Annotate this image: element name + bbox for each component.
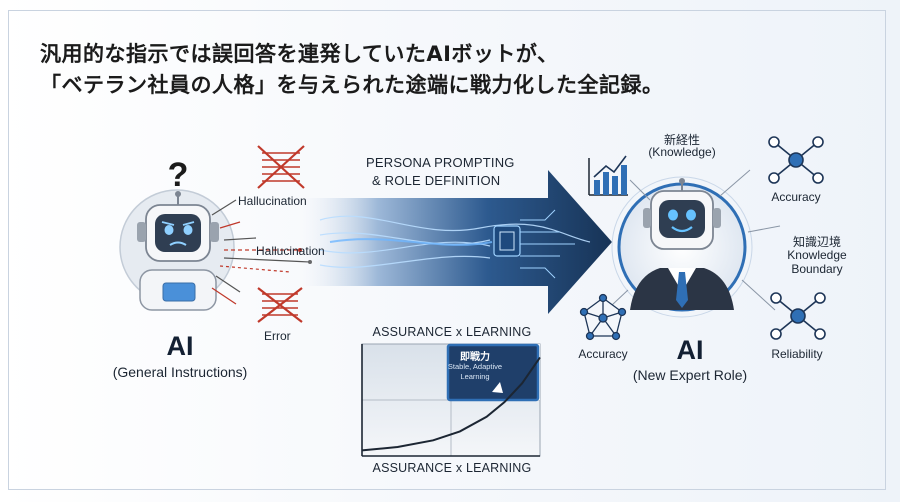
accuracy-label-left: Accuracy	[578, 347, 628, 361]
accuracy-network-icon-left	[579, 293, 627, 341]
right-ai-subtitle: (New Expert Role)	[632, 367, 748, 383]
left-ai-title: AI	[166, 331, 194, 361]
boundary-label-en-1: Knowledge	[787, 248, 847, 262]
headline-line-2: 「ベテラン社員の人格」を与えられた途端に戦力化した全記録。	[40, 73, 664, 97]
headline-line-1: 汎用的な指示では誤回答を連発していたAIボットが、	[40, 42, 559, 66]
arrow-label-line-1: PERSONA PROMPTING	[366, 155, 515, 170]
accuracy-network-icon-top	[768, 136, 824, 184]
novelty-label-jp: 新経性	[663, 133, 701, 147]
novelty-label-en: (Knowledge)	[648, 145, 716, 159]
arrow-label-line-2: & ROLE DEFINITION	[372, 173, 501, 188]
reliability-label: Reliability	[771, 347, 823, 361]
transformation-arrow	[300, 170, 612, 314]
growth-bar-chart-icon	[588, 155, 628, 196]
reliability-network-icon	[770, 292, 826, 340]
error-doc-icon	[257, 287, 303, 323]
issue-label-hallucination-1: Hallucination	[238, 194, 307, 208]
accuracy-label-top: Accuracy	[771, 190, 821, 204]
chart-badge-title: 即戦力	[460, 352, 490, 363]
hallucination-doc-icon	[257, 145, 305, 189]
boundary-label-en-2: Boundary	[791, 262, 843, 276]
right-ai-title: AI	[676, 335, 704, 365]
question-mark-icon: ?	[167, 156, 189, 194]
assurance-learning-chart	[361, 343, 541, 457]
boundary-label-jp: 知識辺境	[792, 235, 842, 249]
chart-badge-sub-2: Learning	[460, 372, 490, 381]
chart-caption-top: ASSURANCE x LEARNING	[372, 325, 532, 339]
frame-border	[8, 10, 886, 490]
chart-badge-sub-1: Stable, Adaptive	[447, 362, 503, 371]
confused-robot	[119, 189, 235, 311]
expert-robot	[611, 176, 753, 318]
chart-caption-bottom: ASSURANCE x LEARNING	[372, 461, 532, 475]
expert-connectors	[611, 169, 781, 311]
issue-label-hallucination-2: Hallucination	[256, 244, 325, 258]
learning-curve-line	[361, 356, 541, 452]
left-ai-subtitle: (General Instructions)	[112, 364, 248, 380]
issue-label-error: Error	[264, 329, 291, 343]
